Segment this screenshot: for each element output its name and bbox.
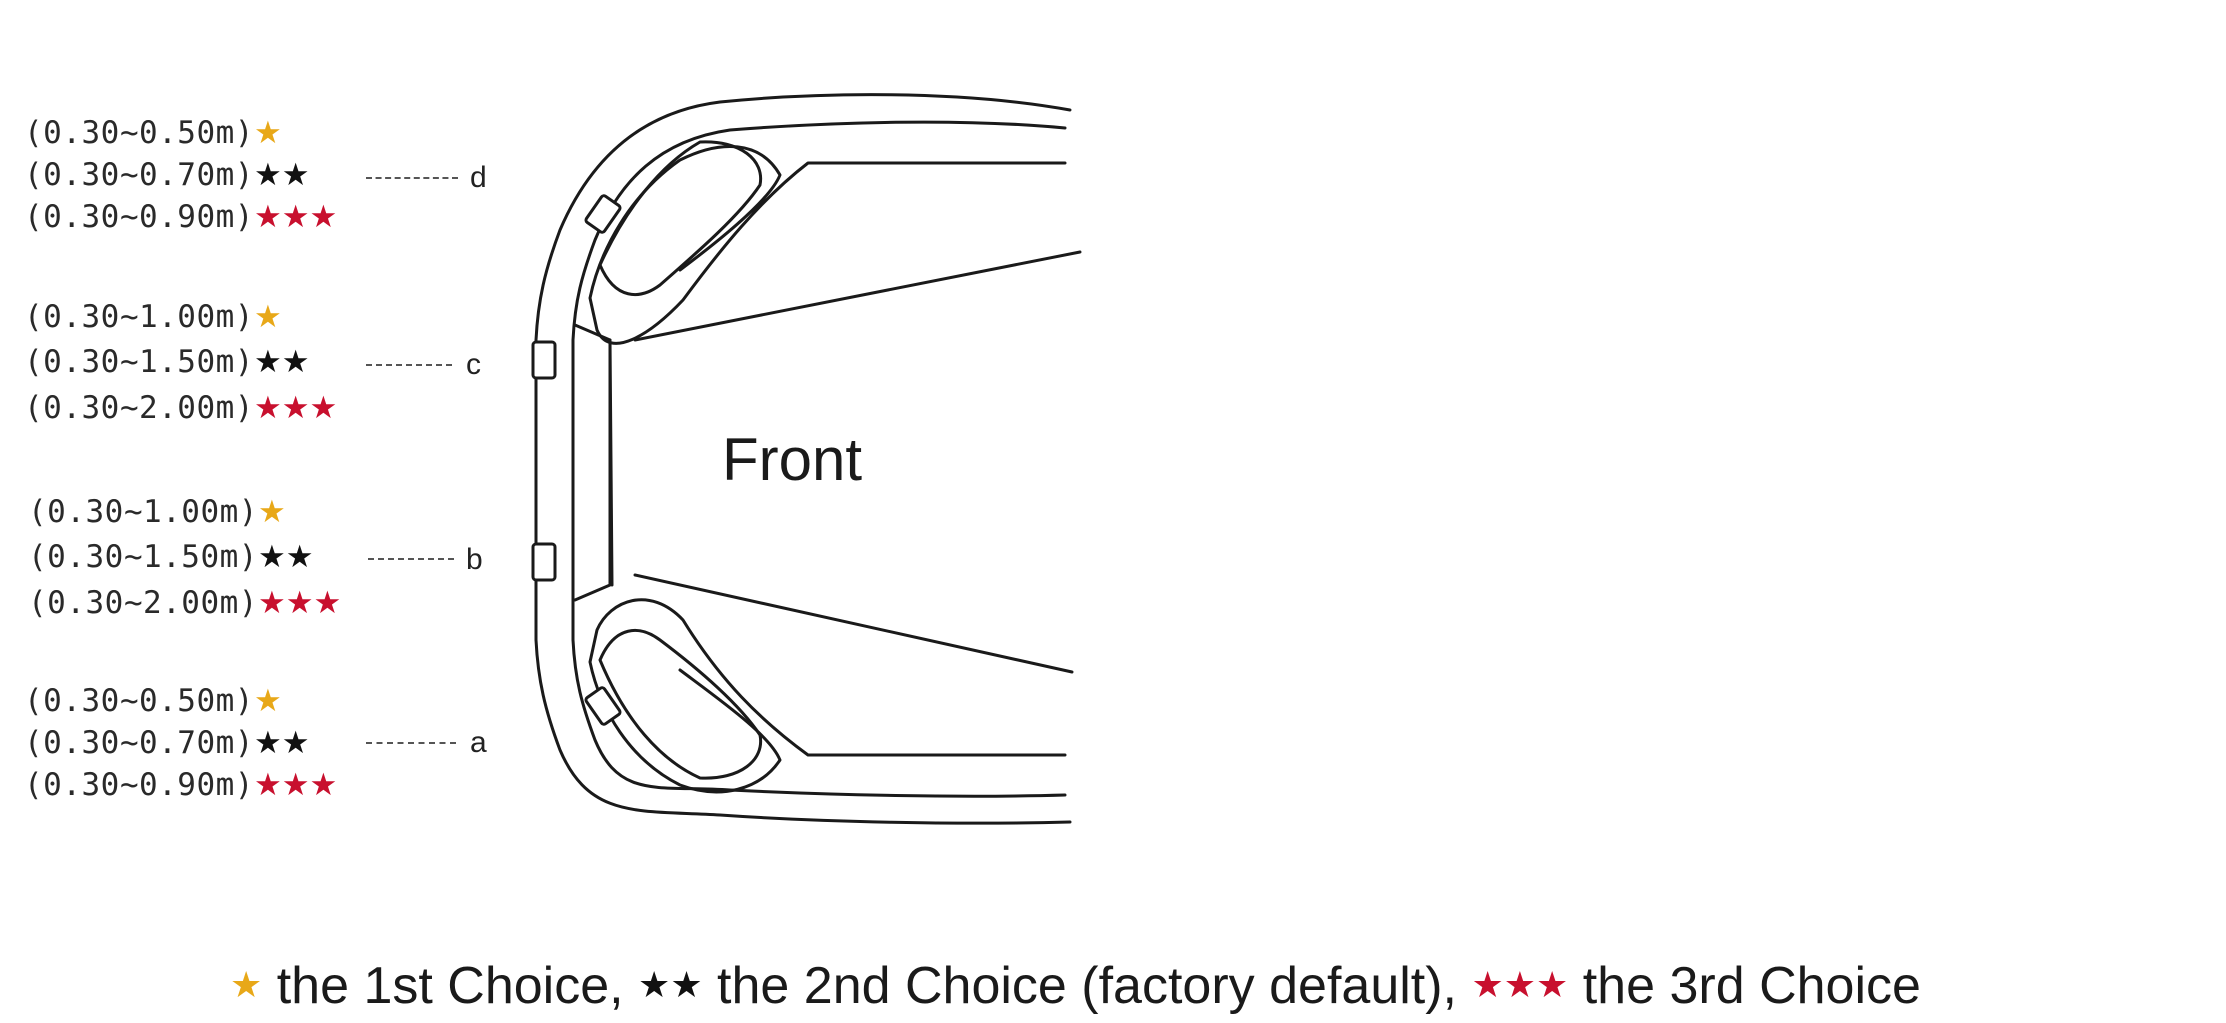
range-text: (0.30∼1.50m) [24, 344, 254, 380]
star-icon: ★★ [253, 344, 310, 380]
third-choice-star-icon: ★★★ [1471, 965, 1569, 1006]
range-text: (0.30∼0.90m) [24, 767, 254, 803]
legend-text-1: the 1st Choice, [262, 957, 639, 1015]
star-icon: ★★ [253, 725, 310, 761]
range-text: (0.30∼1.00m) [28, 494, 258, 530]
range-line-c-1: (0.30∼1.00m)★ [24, 302, 282, 333]
star-icon: ★ [253, 683, 282, 719]
range-line-d-1: (0.30∼0.50m)★ [24, 118, 282, 149]
second-choice-star-icon: ★★ [638, 965, 703, 1006]
range-text: (0.30∼0.50m) [24, 115, 254, 151]
leader-line-c [366, 364, 452, 366]
range-line-a-1: (0.30∼0.50m)★ [24, 686, 282, 717]
star-icon: ★ [253, 299, 282, 335]
range-line-b-1: (0.30∼1.00m)★ [28, 497, 286, 528]
range-text: (0.30∼0.90m) [24, 199, 254, 235]
range-line-a-3: (0.30∼0.90m)★★★ [24, 770, 337, 801]
star-icon: ★ [257, 494, 286, 530]
star-icon: ★ [253, 115, 282, 151]
range-text: (0.30∼0.70m) [24, 725, 254, 761]
star-icon: ★★★ [253, 390, 338, 426]
legend: ★ the 1st Choice, ★★ the 2nd Choice (fac… [230, 960, 1921, 1012]
legend-text-3: the 3rd Choice [1568, 957, 1921, 1015]
front-label: Front [722, 426, 863, 493]
legend-text-2: the 2nd Choice (factory default), [702, 957, 1472, 1015]
star-icon: ★★★ [253, 199, 338, 235]
range-line-a-2: (0.30∼0.70m)★★ [24, 728, 310, 759]
sensor-label-d: d [470, 161, 487, 194]
sensor-label-a: a [470, 726, 487, 759]
range-line-c-2: (0.30∼1.50m)★★ [24, 347, 310, 378]
range-text: (0.30∼2.00m) [28, 585, 258, 621]
sensor-label-c: c [466, 348, 481, 381]
range-text: (0.30∼0.70m) [24, 157, 254, 193]
leader-line-d [366, 177, 458, 179]
range-text: (0.30∼1.00m) [24, 299, 254, 335]
range-text: (0.30∼2.00m) [24, 390, 254, 426]
range-line-c-3: (0.30∼2.00m)★★★ [24, 393, 337, 424]
range-line-b-2: (0.30∼1.50m)★★ [28, 542, 314, 573]
star-icon: ★★ [253, 157, 310, 193]
sensor-label-b: b [466, 543, 483, 576]
range-text: (0.30∼0.50m) [24, 683, 254, 719]
range-text: (0.30∼1.50m) [28, 539, 258, 575]
star-icon: ★★★ [257, 585, 342, 621]
star-icon: ★★ [257, 539, 314, 575]
star-icon: ★★★ [253, 767, 338, 803]
leader-line-a [366, 742, 456, 744]
leader-line-b [368, 558, 454, 560]
range-line-d-3: (0.30∼0.90m)★★★ [24, 202, 337, 233]
range-line-b-3: (0.30∼2.00m)★★★ [28, 588, 341, 619]
first-choice-star-icon: ★ [230, 965, 263, 1006]
range-line-d-2: (0.30∼0.70m)★★ [24, 160, 310, 191]
